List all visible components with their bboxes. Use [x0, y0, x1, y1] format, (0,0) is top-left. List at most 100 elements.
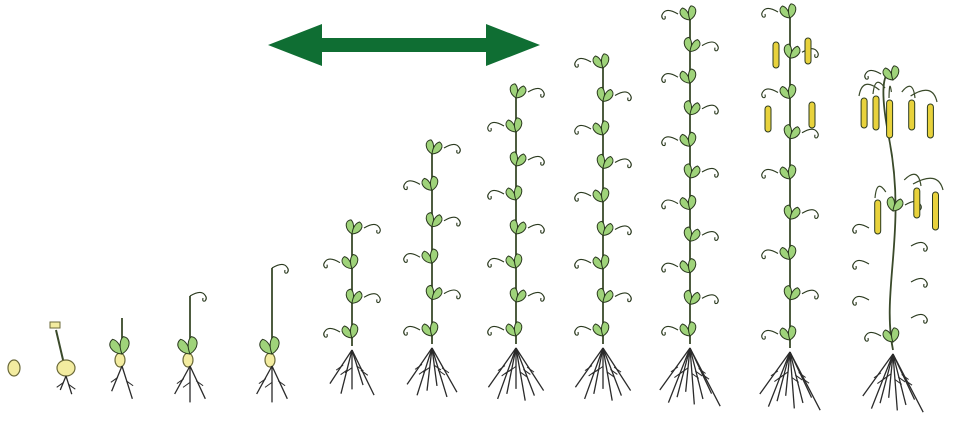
tendril — [761, 329, 779, 340]
leaf-pair — [779, 3, 797, 19]
pod — [772, 41, 780, 69]
root-system — [574, 347, 632, 401]
leaf — [687, 194, 697, 211]
leaf-pair — [509, 83, 527, 99]
leaf — [687, 131, 697, 148]
leaf — [890, 65, 900, 81]
pod — [874, 199, 882, 235]
tendril — [323, 258, 341, 269]
root — [431, 347, 448, 398]
tendril — [574, 325, 592, 336]
root — [506, 347, 517, 395]
leaf — [513, 321, 523, 337]
growth-stage — [759, 3, 821, 411]
tendril — [443, 216, 461, 227]
seed-icon — [114, 352, 126, 368]
leaf — [789, 287, 801, 301]
tendril — [701, 41, 719, 52]
leaf-pair — [592, 187, 610, 203]
leaf-pair — [345, 288, 363, 305]
rootlet — [680, 367, 689, 374]
leaf — [787, 244, 797, 261]
leaf-pair — [779, 244, 797, 261]
seed-icon — [7, 359, 21, 377]
tendril — [614, 158, 632, 169]
leaf-pair — [779, 164, 797, 180]
leaf-pair — [509, 287, 527, 303]
rootlet — [182, 381, 191, 388]
root — [892, 353, 898, 411]
growth-stage — [852, 65, 944, 413]
leaf — [431, 214, 443, 228]
leaf-pair — [779, 325, 797, 341]
leaf-pair — [425, 139, 443, 155]
leaf — [602, 222, 614, 237]
root-system — [862, 353, 924, 413]
leaf — [349, 253, 359, 270]
pod — [886, 99, 894, 139]
rootlet — [125, 380, 134, 387]
leaf — [787, 164, 797, 180]
rootlet — [264, 381, 273, 388]
leaf — [600, 53, 610, 69]
rootlet — [904, 379, 913, 386]
tendril — [574, 191, 592, 202]
pod — [804, 37, 812, 65]
leaf — [787, 325, 797, 341]
root — [892, 353, 924, 413]
tendril — [487, 121, 505, 132]
tendril — [701, 294, 719, 305]
leaf — [687, 258, 697, 274]
root-system — [659, 347, 721, 407]
rootlet — [694, 370, 703, 377]
tendril — [910, 313, 928, 324]
tendril — [574, 258, 592, 269]
leaf — [789, 206, 801, 220]
leaf — [351, 290, 363, 304]
tendril — [487, 257, 505, 268]
tendril — [761, 7, 779, 18]
leaf-pair — [783, 285, 801, 301]
rootlet — [523, 369, 531, 375]
rootlet — [344, 367, 353, 374]
leaf-pair — [505, 185, 523, 201]
leaf — [429, 248, 439, 264]
leaf — [431, 141, 443, 155]
leaf — [687, 321, 697, 337]
leaf-pair — [505, 253, 523, 269]
leaf-pair — [886, 196, 904, 212]
leaf — [269, 336, 280, 355]
root-system — [110, 365, 134, 399]
leaf-pair — [596, 287, 614, 304]
root — [515, 347, 536, 396]
leaf — [600, 254, 610, 270]
tendril — [403, 253, 421, 263]
rootlet — [780, 371, 789, 378]
tendril — [852, 223, 870, 234]
root — [879, 353, 894, 404]
tendril — [801, 289, 819, 300]
tendril — [701, 104, 719, 115]
leaf-pair — [679, 194, 697, 211]
growth-stage — [49, 321, 76, 395]
leaf-pair — [683, 100, 701, 116]
tendril — [701, 231, 719, 241]
rootlet — [613, 366, 622, 373]
rootlet — [56, 381, 64, 388]
tendril — [527, 223, 545, 234]
leaf — [515, 221, 527, 235]
leaf — [600, 187, 610, 203]
root — [583, 347, 604, 400]
leaf-pair — [683, 289, 701, 306]
rootlet — [68, 383, 76, 390]
root — [789, 351, 804, 404]
growth-stage — [109, 318, 134, 399]
leaf — [787, 3, 797, 19]
leaf-pair — [109, 336, 130, 355]
branch — [872, 81, 886, 95]
pod — [932, 191, 939, 231]
root — [351, 349, 375, 396]
leaf — [515, 289, 527, 303]
leaf-pair — [679, 131, 697, 148]
rootlet — [519, 371, 527, 378]
